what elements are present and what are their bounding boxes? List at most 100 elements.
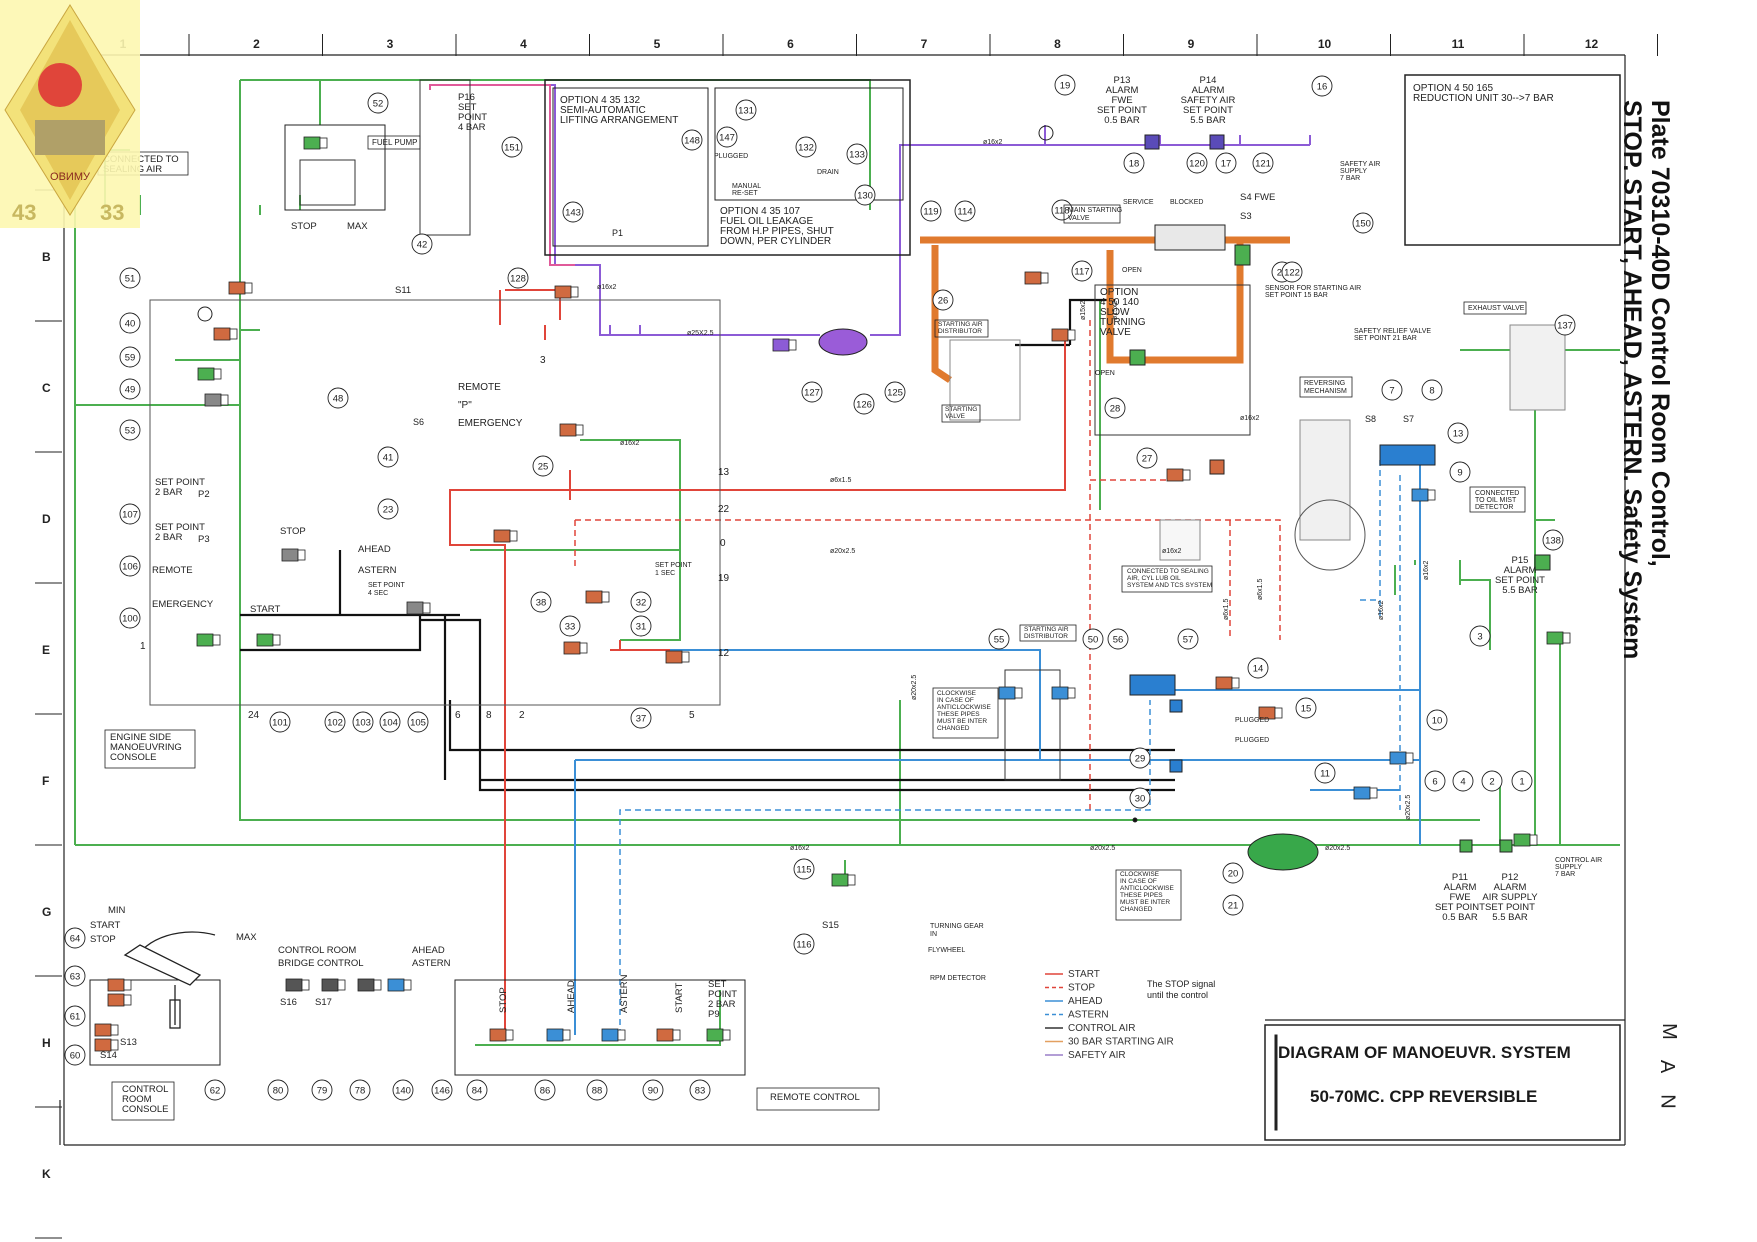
component-circle — [119, 378, 141, 400]
component-number: 122 — [1284, 268, 1300, 279]
grid-column-label: 11 — [1452, 37, 1465, 51]
valve-actuator — [229, 328, 238, 340]
solenoid-valve — [656, 1028, 674, 1042]
valve-actuator — [1529, 834, 1538, 846]
component-number: 120 — [1189, 159, 1205, 170]
component-number: 121 — [1255, 159, 1271, 170]
component-number: 100 — [122, 614, 138, 625]
label-p12: AIR SUPPLY — [1482, 892, 1538, 903]
component-number: 28 — [1110, 404, 1121, 415]
component-number: 14 — [1253, 664, 1264, 675]
component-circle — [267, 1079, 289, 1101]
component-148: 148 — [681, 129, 703, 151]
component-number: 30 — [1135, 794, 1146, 805]
box-connected-oil-mist: CONNECTED — [1475, 490, 1519, 497]
line-number: 0 — [720, 538, 726, 549]
component-number: 50 — [1088, 635, 1099, 646]
solenoid-valve — [1024, 271, 1042, 285]
valve-actuator — [1231, 677, 1240, 689]
grid-column-label: 7 — [921, 37, 928, 51]
component-circle — [324, 711, 346, 733]
label-max: MAX — [236, 932, 257, 943]
component-circle — [1177, 628, 1199, 650]
component-23: 23 — [377, 498, 399, 520]
box-control-room-console: CONTROL — [122, 1084, 168, 1095]
valve-actuator — [788, 339, 797, 351]
label-p15: 5.5 BAR — [1502, 585, 1538, 596]
component-number: 51 — [125, 274, 136, 285]
solenoid-valve — [563, 641, 581, 655]
component-63: 63 — [64, 965, 86, 987]
box-frame — [1121, 565, 1213, 593]
component-number: 101 — [272, 718, 288, 729]
label-blocked: BLOCKED — [1170, 199, 1203, 206]
valve-actuator — [509, 530, 518, 542]
solenoid-valve — [559, 423, 577, 437]
label-p13: FWE — [1111, 95, 1132, 106]
pipe-size-label: ø25X2.5 — [687, 330, 714, 337]
box-option-140: SLOW — [1100, 307, 1130, 318]
valve-actuator — [422, 602, 431, 614]
label-ahead: AHEAD — [358, 544, 391, 555]
component-28: 28 — [1104, 397, 1126, 419]
legend-item: 30 BAR STARTING AIR — [1045, 1037, 1174, 1048]
component-circle — [846, 143, 868, 165]
label-stop: STOP — [291, 221, 317, 232]
drawing-frame — [59, 54, 1626, 1146]
line-number: 13 — [718, 467, 730, 478]
label-stop: STOP — [90, 934, 116, 945]
label-s17: S17 — [315, 997, 332, 1008]
label-p14: P14 — [1200, 75, 1217, 86]
valve-actuator — [220, 394, 229, 406]
label-emergency: EMERGENCY — [152, 599, 214, 610]
box-clockwise-1: MUST BE INTER — [937, 718, 987, 725]
component-104: 104 — [379, 711, 401, 733]
grid-column-label: 2 — [253, 37, 260, 51]
component-90: 90 — [642, 1079, 664, 1101]
solenoid-valve — [665, 650, 683, 664]
manufacturer-letter: A — [1656, 1059, 1679, 1074]
solenoid-valve — [256, 633, 274, 647]
component-number: 23 — [383, 505, 394, 516]
label-manual-reset: RE-SET — [732, 190, 758, 197]
label-s16: S16 — [280, 997, 297, 1008]
box-starting-air-distributor-2: DISTRIBUTOR — [1024, 633, 1068, 640]
label-p11: SET POINT — [1435, 902, 1485, 913]
component-circle — [64, 965, 86, 987]
box-frame — [1299, 376, 1353, 398]
component-41: 41 — [377, 446, 399, 468]
pipe-size-label: ø20x2.5 — [1090, 845, 1115, 852]
component-number: 126 — [856, 400, 872, 411]
grid-row-labels: ABCDEFGHK — [35, 119, 62, 1239]
component-circle — [1311, 75, 1333, 97]
line-number: 19 — [718, 573, 730, 584]
plate-title: Plate 70310-40D Control Room Control, ST… — [1612, 100, 1682, 930]
box-option-132: LIFTING ARRANGEMENT — [560, 115, 678, 126]
component-15: 15 — [1295, 697, 1317, 719]
box-main-starting-valve: MAIN STARTING — [1068, 207, 1122, 214]
valve-actuator — [1040, 272, 1049, 284]
component-number: 146 — [434, 1086, 450, 1097]
pipe-size-label: ø20x2.5 — [911, 675, 918, 700]
component-number: 104 — [382, 718, 398, 729]
component-140: 140 — [392, 1079, 414, 1101]
grid-row-label: E — [42, 643, 50, 657]
component-shapes — [89, 74, 1625, 1141]
box-option-107: OPTION 4 35 107 — [720, 206, 800, 217]
component-80: 80 — [267, 1079, 289, 1101]
valve-actuator — [1369, 787, 1378, 799]
component-circle — [954, 200, 976, 222]
legend-label: SAFETY AIR — [1068, 1050, 1126, 1061]
valve-actuator — [562, 1029, 571, 1041]
box-frame — [934, 319, 989, 338]
box-exhaust-valve: EXHAUST VALVE — [1468, 305, 1525, 312]
component-circle — [367, 92, 389, 114]
component-number: 11 — [1320, 769, 1330, 780]
component-number: 27 — [1142, 454, 1153, 465]
solenoid-valve — [285, 978, 303, 992]
component-circle — [735, 99, 757, 121]
component-31: 31 — [630, 615, 652, 637]
label-p15: ALARM — [1504, 565, 1537, 576]
component-116: 116 — [793, 933, 815, 955]
